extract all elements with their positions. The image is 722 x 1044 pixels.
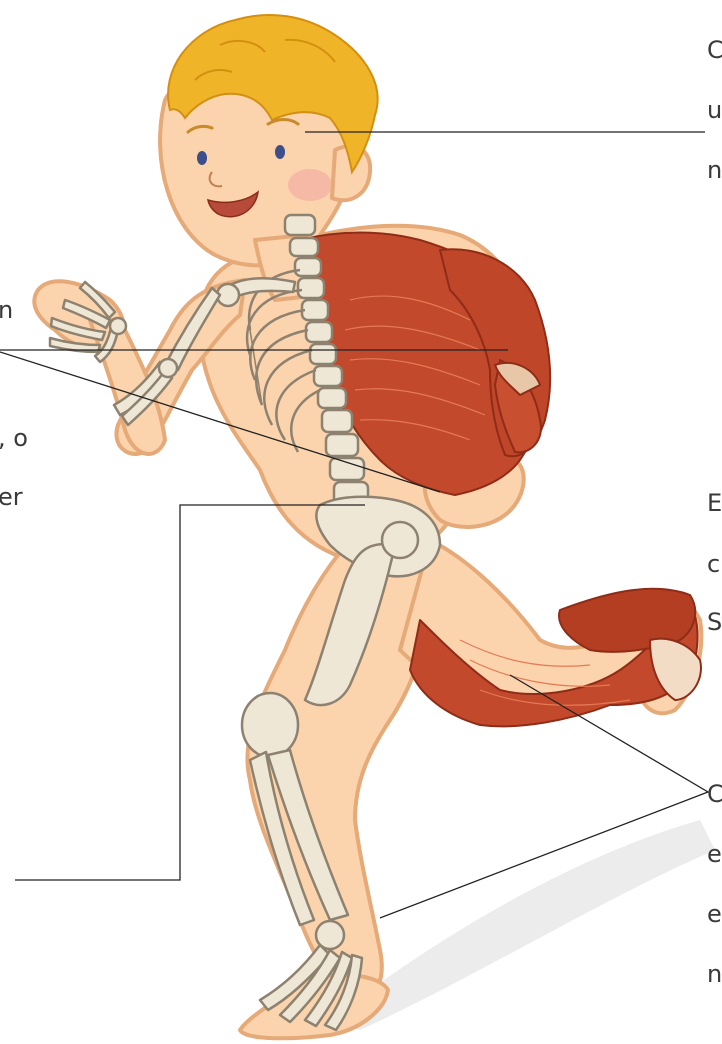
- label-left-line-1: n: [0, 296, 13, 324]
- label-top-right-line-2: u: [707, 96, 722, 124]
- label-top-right-line-3: n: [707, 156, 722, 184]
- label-bottom-right-line-2: e: [707, 840, 722, 868]
- eye-right: [275, 145, 285, 159]
- label-mid-right-line-2: c: [707, 550, 720, 578]
- ground-shadow: [330, 820, 715, 1030]
- label-left-line-3: er: [0, 483, 23, 511]
- eye-left: [197, 151, 207, 165]
- label-bottom-right-line-1: C: [707, 780, 722, 808]
- label-left-line-2: , o: [0, 424, 28, 452]
- label-top-right-line-1: C: [707, 36, 722, 64]
- label-mid-right-line-3: S: [707, 608, 722, 636]
- label-mid-right-line-1: E: [707, 489, 722, 517]
- label-bottom-right-line-3: e: [707, 900, 722, 928]
- label-bottom-right-line-4: n: [707, 960, 722, 988]
